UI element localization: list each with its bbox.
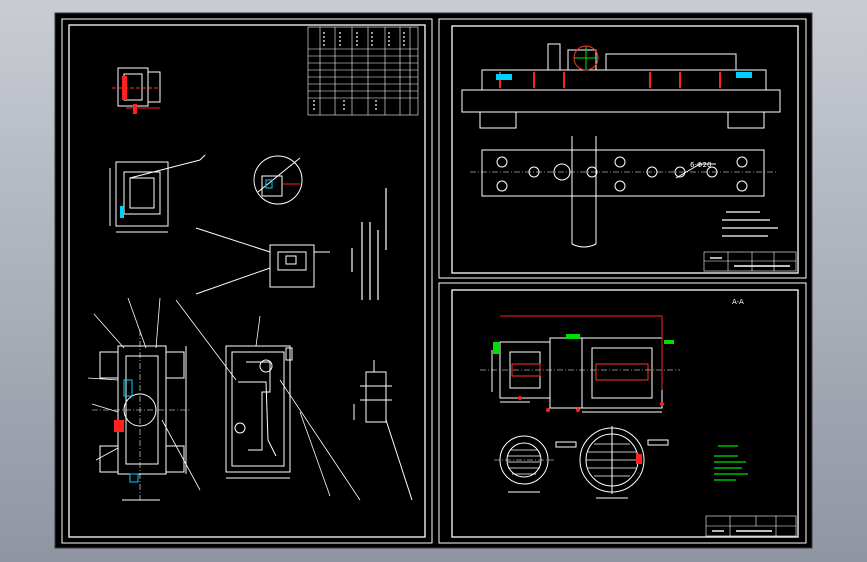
process-card-table bbox=[307, 26, 419, 116]
title-block-right-top bbox=[703, 251, 797, 272]
section-label: A-A bbox=[732, 298, 744, 306]
fixture-view-middle-left bbox=[109, 154, 206, 233]
fixture-side-view bbox=[225, 345, 293, 479]
right-bottom-outer-frame bbox=[438, 282, 807, 544]
plan-view-plate bbox=[470, 136, 776, 248]
small-part-bottom-right bbox=[353, 360, 413, 501]
right-top-outer-frame bbox=[438, 18, 807, 279]
technical-requirements-notes bbox=[722, 211, 778, 237]
left-sheet-outer-frame bbox=[61, 18, 433, 544]
sectional-view-plate bbox=[461, 43, 781, 129]
title-block-right-bottom bbox=[705, 515, 797, 537]
left-sheet bbox=[61, 18, 433, 544]
fixture-assembly-front-view bbox=[92, 330, 190, 501]
technical-notes-vertical bbox=[351, 188, 387, 300]
right-bottom-sheet: A-A bbox=[438, 282, 807, 544]
model-space-background bbox=[54, 12, 813, 549]
right-bottom-inner-frame bbox=[451, 289, 799, 538]
cross-section-small bbox=[494, 435, 577, 493]
right-top-inner-frame bbox=[451, 25, 799, 274]
shaft-part-elevation bbox=[480, 315, 680, 413]
detail-circle bbox=[253, 155, 303, 205]
hole-callout-label: 6-Φ20 bbox=[690, 161, 711, 169]
cross-section-large bbox=[579, 426, 669, 499]
part-sketch-top-left bbox=[112, 67, 161, 114]
right-top-sheet: 6-Φ20 bbox=[438, 18, 807, 279]
left-sheet-inner-frame bbox=[68, 24, 426, 538]
technical-notes-green bbox=[714, 445, 748, 481]
detail-small-box bbox=[195, 227, 330, 295]
